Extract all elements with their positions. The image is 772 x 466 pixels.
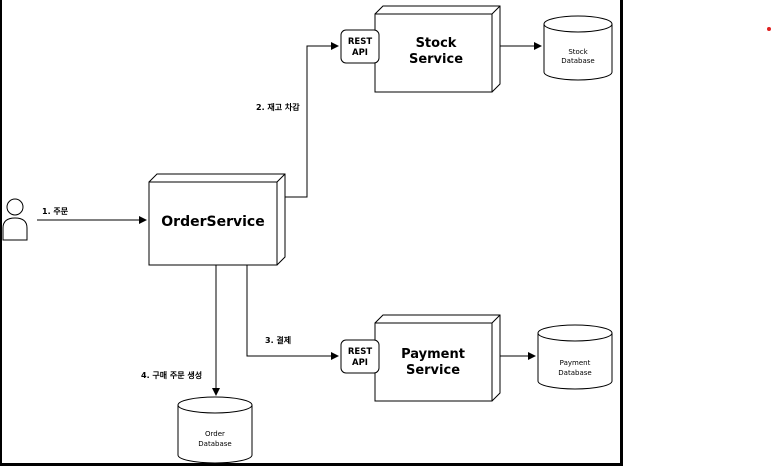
stock-service-label-line2: Service bbox=[409, 52, 463, 67]
edge-label-stock-deduct: 2. 재고 차감 bbox=[256, 102, 300, 112]
diagram-canvas bbox=[2, 0, 623, 466]
stock-db-label-line2: Database bbox=[561, 57, 594, 65]
payment-database-node: Payment Database bbox=[537, 324, 613, 390]
stock-service-label-line1: Stock bbox=[416, 36, 457, 51]
stock-db-label-line1: Stock bbox=[568, 48, 588, 56]
order-db-label-line2: Database bbox=[198, 440, 231, 448]
user-icon bbox=[2, 198, 28, 241]
payment-service-label-line1: Payment bbox=[401, 347, 465, 362]
order-db-label-line1: Order bbox=[205, 430, 225, 438]
stock-rest-api-node: REST API bbox=[340, 29, 380, 64]
red-dot bbox=[767, 27, 771, 31]
payment-api-label-line2: API bbox=[352, 358, 368, 368]
payment-db-label-line1: Payment bbox=[560, 359, 591, 367]
order-service-node: OrderService bbox=[148, 173, 286, 266]
payment-service-node: Payment Service bbox=[374, 314, 501, 402]
stock-api-label-line2: API bbox=[352, 48, 368, 58]
edges bbox=[37, 42, 542, 396]
left-border bbox=[0, 0, 2, 466]
edge-order-payment-api bbox=[246, 265, 339, 360]
edge-label-order: 1. 주문 bbox=[42, 207, 69, 216]
stock-api-label-line1: REST bbox=[348, 37, 372, 47]
payment-db-label-line2: Database bbox=[558, 369, 591, 377]
order-service-label: OrderService bbox=[161, 214, 264, 230]
edge-order-stock-api bbox=[285, 42, 339, 198]
payment-rest-api-node: REST API bbox=[340, 339, 380, 374]
edge-label-create-order: 4. 구매 주문 생성 bbox=[141, 370, 202, 380]
order-database-node: Order Database bbox=[177, 396, 253, 464]
payment-api-label-line1: REST bbox=[348, 347, 372, 357]
stock-service-node: Stock Service bbox=[374, 5, 501, 93]
payment-service-label-line2: Service bbox=[406, 363, 460, 378]
stock-database-node: Stock Database bbox=[543, 15, 613, 81]
edge-label-payment: 3. 결제 bbox=[265, 335, 291, 345]
